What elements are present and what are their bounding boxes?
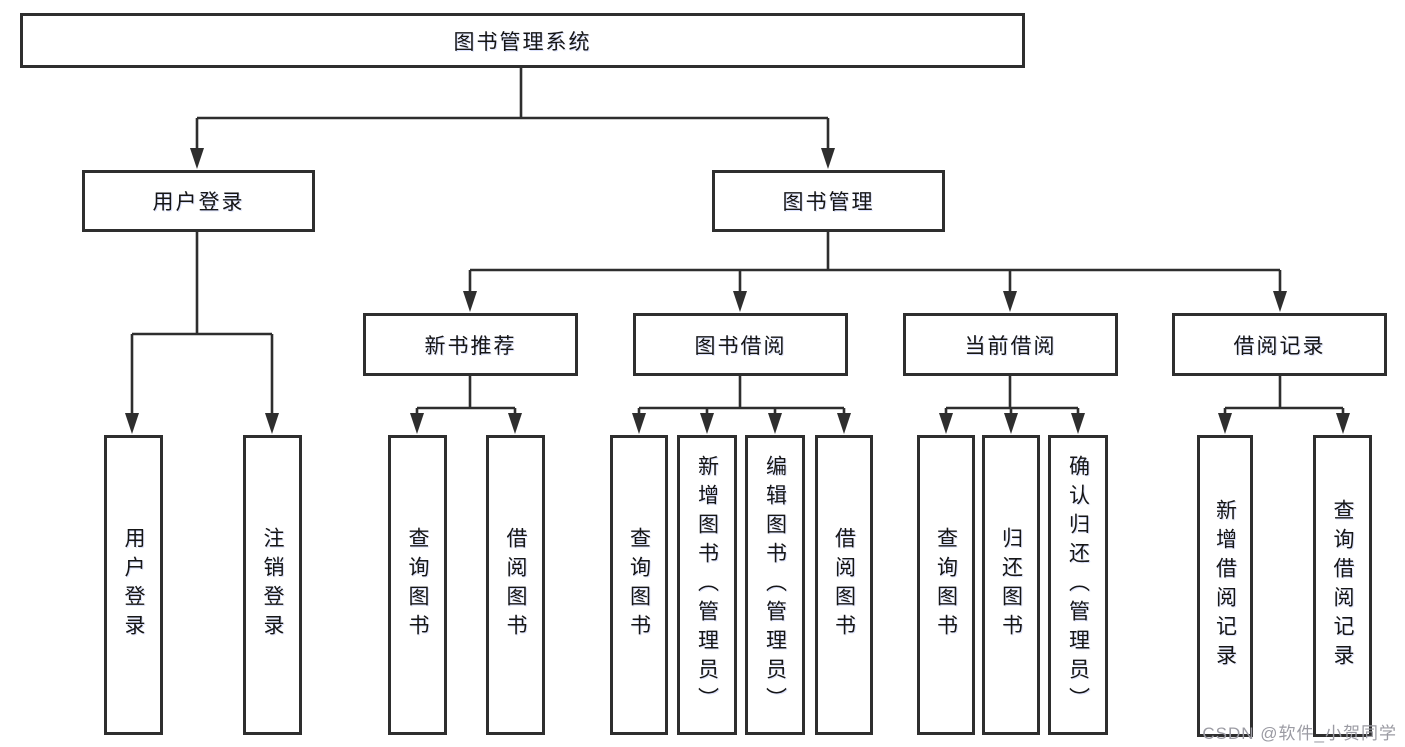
leaf-label: 注销登录: [261, 527, 284, 643]
node-leaf-query-borrow-record: 查询借阅记录: [1313, 435, 1372, 737]
node-leaf-query-books-3: 查询图书: [917, 435, 975, 735]
node-leaf-user-login: 用户登录: [104, 435, 163, 735]
leaf-label: 编辑图书（管理员）: [763, 454, 787, 716]
node-borrow-records: 借阅记录: [1172, 313, 1387, 376]
node-leaf-return-book: 归还图书: [982, 435, 1040, 735]
leaf-label: 确认归还（管理员）: [1066, 454, 1090, 716]
node-leaf-confirm-return-admin: 确认归还（管理员）: [1048, 435, 1108, 735]
node-leaf-query-books-2: 查询图书: [610, 435, 668, 735]
leaf-label: 查询图书: [934, 527, 958, 643]
leaf-label: 借阅图书: [504, 527, 527, 643]
leaf-label: 新增图书（管理员）: [695, 454, 719, 716]
leaf-label: 新增借阅记录: [1213, 499, 1237, 673]
node-leaf-query-books-1: 查询图书: [388, 435, 447, 735]
node-root-library-system: 图书管理系统: [20, 13, 1025, 68]
node-book-borrow: 图书借阅: [633, 313, 848, 376]
node-current-borrow: 当前借阅: [903, 313, 1118, 376]
node-new-book-recommend: 新书推荐: [363, 313, 578, 376]
csdn-watermark: CSDN @软件_小贺同学: [1202, 724, 1397, 743]
leaf-label: 查询图书: [406, 527, 429, 643]
leaf-label: 用户登录: [122, 527, 145, 643]
leaf-label: 查询图书: [627, 527, 651, 643]
node-leaf-borrow-books-1: 借阅图书: [486, 435, 545, 735]
leaf-label: 查询借阅记录: [1331, 499, 1354, 673]
leaf-label: 归还图书: [999, 527, 1023, 643]
arrowheads: [125, 148, 1350, 434]
node-leaf-edit-book-admin: 编辑图书（管理员）: [745, 435, 805, 735]
node-user-login-group: 用户登录: [82, 170, 315, 232]
node-book-management: 图书管理: [712, 170, 945, 232]
node-leaf-logout: 注销登录: [243, 435, 302, 735]
node-leaf-add-book-admin: 新增图书（管理员）: [677, 435, 737, 735]
node-leaf-borrow-books-2: 借阅图书: [815, 435, 873, 735]
leaf-label: 借阅图书: [832, 527, 856, 643]
node-leaf-add-borrow-record: 新增借阅记录: [1197, 435, 1253, 737]
